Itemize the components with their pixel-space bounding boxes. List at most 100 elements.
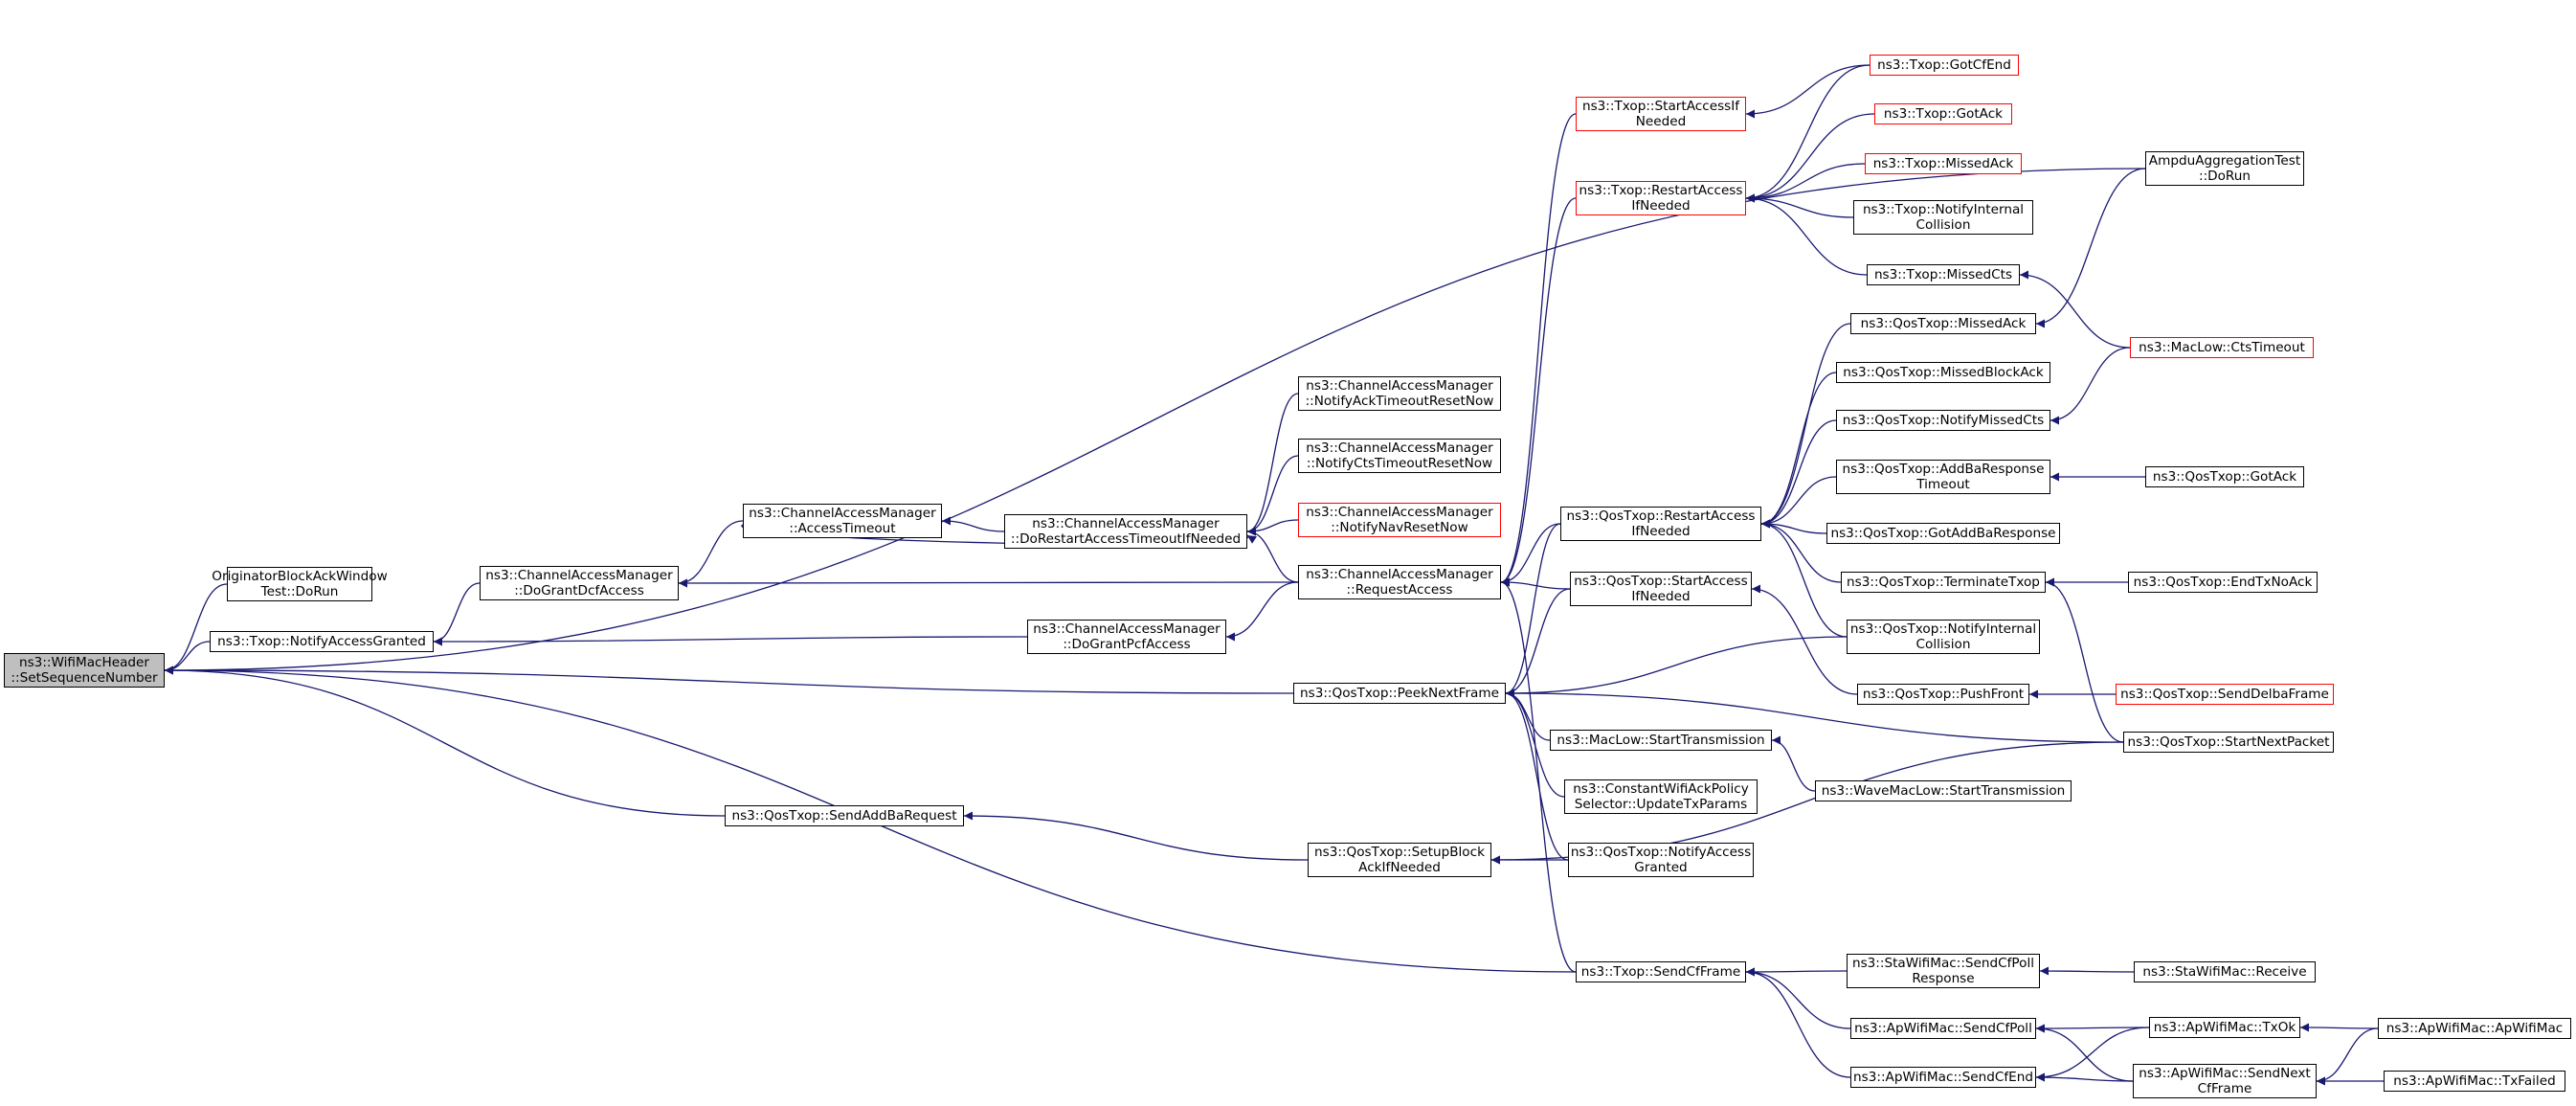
node-apwifimac-send-cf-poll[interactable]: ns3::ApWifiMac::SendCfPoll xyxy=(1850,1018,2036,1039)
node-label-line: ::DoRestartAccessTimeoutIfNeeded xyxy=(1010,531,1242,547)
edge-qostxop-peek-next-frame-to-qostxop-notify-internal-collision xyxy=(1505,636,1848,698)
node-label-line: ::RequestAccess xyxy=(1346,582,1453,598)
node-qostxop-notify-missed-cts[interactable]: ns3::QosTxop::NotifyMissedCts xyxy=(1836,410,2050,431)
node-apwifimac-send-cf-end[interactable]: ns3::ApWifiMac::SendCfEnd xyxy=(1850,1067,2036,1088)
node-maclow-cts-timeout[interactable]: ns3::MacLow::CtsTimeout xyxy=(2130,337,2314,358)
node-qostxop-end-tx-no-ack[interactable]: ns3::QosTxop::EndTxNoAck xyxy=(2128,572,2318,593)
node-txop-missed-ack[interactable]: ns3::Txop::MissedAck xyxy=(1865,153,2022,174)
edge-apwifimac-tx-ok-to-apwifimac-apwifimac xyxy=(2299,1023,2379,1032)
node-label-line: ns3::WaveMacLow::StartTransmission xyxy=(1821,783,2066,799)
node-qostxop-got-ack[interactable]: ns3::QosTxop::GotAck xyxy=(2145,466,2304,487)
node-qostxop-push-front[interactable]: ns3::QosTxop::PushFront xyxy=(1857,684,2029,705)
node-label-line: ns3::Txop::SendCfFrame xyxy=(1580,964,1741,980)
node-label-line: ns3::QosTxop::MissedAck xyxy=(1860,316,2027,331)
node-label-line: ::DoGrantDcfAccess xyxy=(514,583,644,598)
node-cam-request-access[interactable]: ns3::ChannelAccessManager::RequestAccess xyxy=(1298,565,1501,599)
node-txop-send-cf-frame[interactable]: ns3::Txop::SendCfFrame xyxy=(1576,961,1746,982)
node-qostxop-missed-block-ack[interactable]: ns3::QosTxop::MissedBlockAck xyxy=(1836,362,2050,383)
edge-qostxop-restart-access-if-needed-to-qostxop-notify-internal-collision xyxy=(1760,519,1848,638)
node-label-line: IfNeeded xyxy=(1631,524,1691,539)
edge-qostxop-restart-access-if-needed-to-qostxop-add-ba-response-timeout xyxy=(1760,476,1837,529)
node-label-line: ::SetSequenceNumber xyxy=(11,670,158,686)
node-label-line: ns3::QosTxop::NotifyMissedCts xyxy=(1842,413,2045,428)
edge-qostxop-notify-missed-cts-to-maclow-cts-timeout xyxy=(2050,347,2131,425)
edge-apwifimac-send-cf-poll-to-apwifimac-send-next-cf-frame xyxy=(2035,1024,2134,1082)
node-label-line: ns3::QosTxop::StartAccess xyxy=(1574,574,1748,589)
node-apwifimac-tx-ok[interactable]: ns3::ApWifiMac::TxOk xyxy=(2149,1017,2300,1038)
edge-txop-missed-cts-to-maclow-cts-timeout xyxy=(2019,270,2131,349)
node-label-line: IfNeeded xyxy=(1631,589,1691,604)
node-label-line: Granted xyxy=(1634,860,1688,875)
node-cam-notify-cts-timeout[interactable]: ns3::ChannelAccessManager::NotifyCtsTime… xyxy=(1298,439,1501,473)
edge-cam-request-access-to-txop-restart-access-if-needed xyxy=(1500,197,1577,587)
node-cam-access-timeout[interactable]: ns3::ChannelAccessManager::AccessTimeout xyxy=(743,504,942,538)
node-qostxop-got-add-ba-response[interactable]: ns3::QosTxop::GotAddBaResponse xyxy=(1826,523,2060,544)
edge-qostxop-peek-next-frame-to-qostxop-notify-access-granted xyxy=(1505,688,1569,861)
node-label-line: ::DoGrantPcfAccess xyxy=(1063,637,1191,652)
node-txop-got-cf-end[interactable]: ns3::Txop::GotCfEnd xyxy=(1870,55,2019,76)
node-cam-notify-nav-reset[interactable]: ns3::ChannelAccessManager::NotifyNavRese… xyxy=(1298,503,1501,537)
node-label-line: ns3::ApWifiMac::SendCfPoll xyxy=(1854,1021,2032,1036)
node-stawifimac-receive[interactable]: ns3::StaWifiMac::Receive xyxy=(2134,961,2316,982)
node-label-line: Collision xyxy=(1915,637,1971,652)
node-label-line: ns3::Txop::MissedCts xyxy=(1873,267,2013,282)
node-label-line: ns3::QosTxop::EndTxNoAck xyxy=(2133,575,2313,590)
node-qostxop-send-add-ba-request[interactable]: ns3::QosTxop::SendAddBaRequest xyxy=(725,805,964,826)
node-qostxop-peek-next-frame[interactable]: ns3::QosTxop::PeekNextFrame xyxy=(1293,683,1506,704)
node-ampdu-aggregation-test[interactable]: AmpduAggregationTest::DoRun xyxy=(2145,151,2304,186)
node-label-line: Collision xyxy=(1915,217,1971,233)
node-maclow-start-transmission[interactable]: ns3::MacLow::StartTransmission xyxy=(1550,730,1772,751)
edge-txop-start-access-if-needed-to-txop-got-cf-end xyxy=(1745,64,1870,119)
node-label-line: ns3::ChannelAccessManager xyxy=(1306,567,1493,582)
node-label-line: OriginatorBlockAckWindow xyxy=(212,569,388,584)
node-set-sequence-number[interactable]: ns3::WifiMacHeader::SetSequenceNumber xyxy=(4,653,165,688)
node-label-line: ns3::ApWifiMac::TxOk xyxy=(2153,1020,2296,1035)
node-cam-do-grant-pcf-access[interactable]: ns3::ChannelAccessManager::DoGrantPcfAcc… xyxy=(1027,620,1226,654)
edge-qostxop-peek-next-frame-to-qostxop-start-next-packet xyxy=(1505,688,2124,743)
edge-apwifimac-send-next-cf-frame-to-apwifimac-apwifimac xyxy=(2316,1027,2379,1086)
node-cam-notify-ack-timeout[interactable]: ns3::ChannelAccessManager::NotifyAckTime… xyxy=(1298,376,1501,411)
node-apwifimac-tx-failed[interactable]: ns3::ApWifiMac::TxFailed xyxy=(2384,1071,2565,1092)
node-qostxop-terminate-txop[interactable]: ns3::QosTxop::TerminateTxop xyxy=(1841,572,2046,593)
node-label-line: ns3::QosTxop::SendDelbaFrame xyxy=(2120,687,2329,702)
edge-cam-do-grant-dcf-access-to-cam-access-timeout xyxy=(678,520,744,588)
edge-cam-do-restart-access-to-cam-request-access xyxy=(1246,527,1299,583)
edge-txop-notify-access-granted-to-cam-do-grant-pcf-access xyxy=(433,636,1028,646)
node-txop-missed-cts[interactable]: ns3::Txop::MissedCts xyxy=(1867,264,2020,285)
node-apwifimac-apwifimac[interactable]: ns3::ApWifiMac::ApWifiMac xyxy=(2378,1018,2571,1039)
node-qostxop-start-next-packet[interactable]: ns3::QosTxop::StartNextPacket xyxy=(2123,732,2334,753)
node-label-line: ns3::QosTxop::GotAck xyxy=(2152,469,2297,485)
edge-qostxop-peek-next-frame-to-constant-wifi-ack-policy xyxy=(1505,688,1565,798)
edge-txop-restart-access-if-needed-to-txop-missed-cts xyxy=(1745,193,1868,276)
node-wavemaclow-start-transmission[interactable]: ns3::WaveMacLow::StartTransmission xyxy=(1815,780,2072,801)
node-label-line: ::NotifyAckTimeoutResetNow xyxy=(1305,394,1494,409)
node-label-line: ns3::QosTxop::MissedBlockAck xyxy=(1843,365,2044,380)
edge-txop-send-cf-frame-to-apwifimac-send-cf-poll xyxy=(1745,967,1851,1029)
node-txop-got-ack[interactable]: ns3::Txop::GotAck xyxy=(1874,103,2012,124)
edge-qostxop-terminate-txop-to-qostxop-start-next-packet xyxy=(2045,577,2124,743)
node-txop-notify-access-granted[interactable]: ns3::Txop::NotifyAccessGranted xyxy=(210,631,434,652)
node-label-line: ns3::QosTxop::NotifyInternal xyxy=(1849,621,2037,637)
node-cam-do-grant-dcf-access[interactable]: ns3::ChannelAccessManager::DoGrantDcfAcc… xyxy=(480,566,679,600)
node-cam-do-restart-access[interactable]: ns3::ChannelAccessManager::DoRestartAcce… xyxy=(1004,514,1247,549)
node-label-line: ns3::Txop::GotAck xyxy=(1883,106,2004,122)
edge-qostxop-missed-ack-to-ampdu-aggregation-test xyxy=(2035,168,2146,328)
edge-txop-send-cf-frame-to-stawifimac-send-cf-poll-response xyxy=(1745,967,1848,977)
node-qostxop-missed-ack[interactable]: ns3::QosTxop::MissedAck xyxy=(1850,313,2036,334)
node-qostxop-send-delba-frame[interactable]: ns3::QosTxop::SendDelbaFrame xyxy=(2116,684,2334,705)
node-label-line: ns3::ChannelAccessManager xyxy=(1306,440,1493,456)
